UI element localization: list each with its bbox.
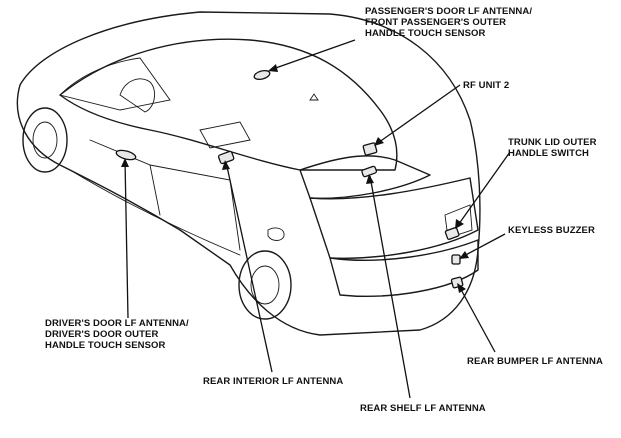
leader-passenger — [269, 39, 356, 71]
label-line: PASSENGER'S DOOR LF ANTENNA/ — [365, 6, 533, 17]
arrow-trunk-switch — [455, 219, 464, 229]
rf-unit-part — [362, 142, 378, 156]
arrow-driver-door — [121, 158, 129, 167]
label-rear-shelf-antenna: REAR SHELF LF ANTENNA — [360, 403, 486, 414]
label-line: TRUNK LID OUTER — [508, 137, 597, 148]
front-wheel — [22, 107, 68, 173]
label-passenger-door-antenna: PASSENGER'S DOOR LF ANTENNA/ FRONT PASSE… — [365, 6, 532, 39]
leader-trunk-switch — [455, 151, 511, 229]
label-line: HANDLE SWITCH — [508, 148, 589, 159]
car-body-outline — [16, 11, 481, 336]
front-wheel-hub — [32, 121, 58, 159]
label-trunk-switch: TRUNK LID OUTER HANDLE SWITCH — [508, 137, 597, 159]
leader-rear-shelf — [369, 175, 411, 399]
arrow-keyless-buzzer — [459, 251, 469, 259]
car-roof — [59, 38, 398, 171]
label-line: DRIVER'S DOOR LF ANTENNA/ — [45, 318, 189, 329]
label-line: DRIVER'S DOOR OUTER — [45, 329, 159, 340]
car-seat-front — [119, 78, 156, 113]
car-fuel-door — [267, 227, 285, 241]
leader-rear-bumper — [457, 283, 496, 353]
label-line: REAR SHELF LF ANTENNA — [360, 403, 486, 414]
label-line: REAR BUMPER LF ANTENNA — [467, 356, 603, 367]
car-rear-bumper — [329, 239, 479, 297]
car-trunk — [309, 177, 479, 259]
rear-interior-antenna-part — [217, 150, 235, 165]
leader-keyless-buzzer — [459, 233, 506, 259]
label-line: FRONT PASSENGER'S OUTER — [365, 17, 507, 28]
label-line: KEYLESS BUZZER — [508, 225, 595, 236]
driver-door-antenna-part — [115, 149, 137, 161]
keyless-buzzer-part — [451, 254, 461, 265]
label-driver-door-antenna: DRIVER'S DOOR LF ANTENNA/ DRIVER'S DOOR … — [45, 318, 189, 351]
label-line: HANDLE TOUCH SENSOR — [45, 340, 166, 351]
car-windshield — [59, 57, 171, 111]
arrow-passenger — [268, 64, 278, 72]
arrow-rear-shelf — [366, 174, 374, 184]
leader-rf-unit — [374, 84, 461, 146]
rear-wheel-hub — [250, 265, 280, 305]
label-rear-bumper-antenna: REAR BUMPER LF ANTENNA — [467, 356, 603, 367]
label-rear-interior-antenna: REAR INTERIOR LF ANTENNA — [203, 376, 343, 387]
passenger-door-antenna-part — [253, 69, 271, 81]
label-line: HANDLE TOUCH SENSOR — [365, 28, 486, 39]
car-seat-rear — [199, 121, 251, 149]
trunk-switch-part — [444, 226, 460, 240]
direction-triangle-icon — [309, 93, 319, 101]
rear-wheel — [238, 250, 292, 320]
rear-shelf-antenna-part — [361, 165, 378, 178]
car-rear-window — [299, 155, 431, 199]
label-keyless-buzzer: KEYLESS BUZZER — [508, 225, 595, 236]
label-rf-unit: RF UNIT 2 — [463, 80, 509, 91]
arrow-rf-unit — [374, 137, 384, 146]
leader-rear-interior — [225, 161, 273, 373]
label-line: RF UNIT 2 — [463, 80, 510, 91]
arrow-rear-interior — [222, 160, 230, 170]
car-door-line — [89, 139, 241, 251]
leader-driver-door — [124, 159, 129, 319]
arrow-rear-bumper — [457, 283, 466, 293]
car-side-sill — [69, 169, 241, 256]
label-line: REAR INTERIOR LF ANTENNA — [203, 376, 344, 387]
